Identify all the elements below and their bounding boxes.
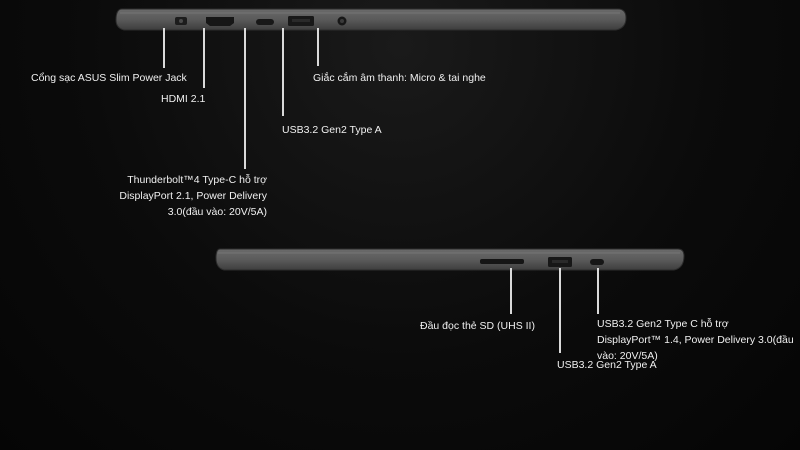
leader-line-thunderbolt [244,28,246,169]
usb-c-port [590,259,604,265]
label-usb-c: USB3.2 Gen2 Type C hỗ trợ DisplayPort™ 1… [597,318,794,362]
label-power-jack: Cổng sạc ASUS Slim Power Jack [31,72,187,84]
label-usb-a-left: USB3.2 Gen2 Type A [282,124,382,136]
leader-line-usb-a-left [282,28,284,116]
hdmi-port [206,17,234,26]
label-hdmi: HDMI 2.1 [161,93,206,105]
leader-line-sd-reader [510,268,512,314]
sd-card-slot [480,259,524,264]
leader-line-usb-a-right [559,268,561,353]
leader-line-power-jack [163,28,165,68]
label-thunderbolt: Thunderbolt™4 Type-C hỗ trợ DisplayPort … [119,174,267,218]
leader-line-hdmi [203,28,205,88]
chassis-body [215,248,685,271]
label-audio: Giắc cắm âm thanh: Micro & tai nghe [313,72,486,84]
leader-line-audio [317,28,319,66]
leader-line-usb-c [597,268,599,314]
laptop-right-side-view [215,248,685,271]
chassis-body [115,8,627,31]
label-usb-a-right: USB3.2 Gen2 Type A [557,359,657,371]
laptop-left-side-view [115,8,627,31]
label-sd-reader: Đầu đọc thẻ SD (UHS II) [420,320,535,332]
thunderbolt-port [256,19,274,25]
